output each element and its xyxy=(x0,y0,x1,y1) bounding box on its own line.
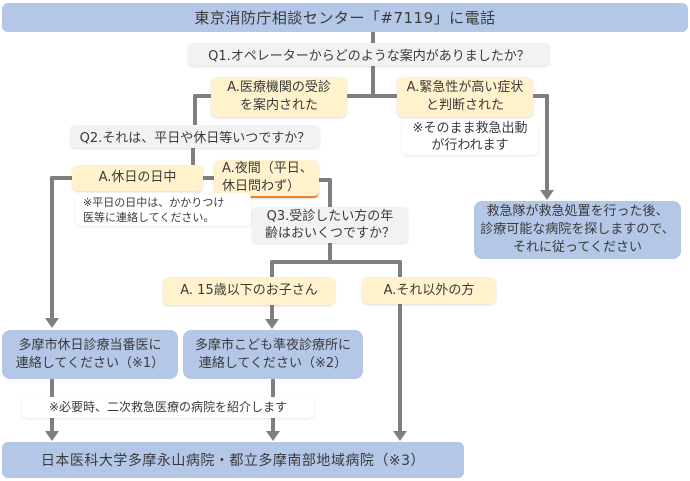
connector-q2-down xyxy=(191,146,195,178)
note-secondary-box: ※必要時、二次救急医療の病院を紹介します xyxy=(22,397,314,418)
connector-other-to-final xyxy=(398,303,402,432)
arrowhead-to-holiday-doctor xyxy=(45,318,59,328)
connector-to-child xyxy=(270,260,274,278)
connector-to-medical xyxy=(193,94,213,98)
title-banner: 東京消防庁相談センター「#7119」に電話 xyxy=(2,3,688,32)
connector-child-to-clinic xyxy=(270,304,274,320)
arrowhead-to-child-clinic xyxy=(265,319,279,329)
connector-holiday-night xyxy=(202,176,216,180)
connector-urgent-right xyxy=(531,94,549,98)
answer-other-box: A.それ以外の方 xyxy=(362,277,496,304)
connector-banner-to-q1 xyxy=(371,30,375,44)
connector-q1-down xyxy=(371,65,375,96)
answer-holiday-daytime-box: A.休日の日中 xyxy=(72,165,203,191)
question-q3-box: Q3.受診したい方の年 齢はおいくつですか？ xyxy=(252,207,408,243)
answer-child-box: A. 15歳以下のお子さん xyxy=(163,277,335,305)
final-hospitals-banner: 日本医科大学多摩永山病院・都立多摩南部地域病院（※3） xyxy=(2,442,464,478)
result-ambulance-box: 救急隊が救急処置を行った後、 診療可能な病院を探しますので、 それに従ってくださ… xyxy=(474,201,681,259)
result-child-clinic-box: 多摩市こども準夜診療所に 連絡してください（※2） xyxy=(183,330,363,379)
result-holiday-doctor-box: 多摩市休日診療当番医に 連絡してください（※1） xyxy=(2,330,178,379)
connector-night-to-q3 xyxy=(328,178,332,208)
connector-holiday-left xyxy=(50,176,74,180)
arrowhead-to-ambulance xyxy=(540,190,554,200)
connector-night-right xyxy=(317,178,332,182)
connector-medical-to-q2 xyxy=(193,94,197,126)
connector-holiday-down xyxy=(50,176,54,319)
question-q2-box: Q2.それは、平日や休日等いつですか？ xyxy=(70,125,320,148)
connector-q3-split xyxy=(270,260,402,264)
note-dispatch-box: ※そのまま救急出動 が行われます xyxy=(402,119,538,155)
note-weekday-box: ※平日の日中は、かかりつけ 医等に連絡してください。 xyxy=(75,193,251,226)
answer-night-box: A.夜間（平日、 休日問わず） xyxy=(214,160,319,198)
answer-medical-box: A.医療機関の受診 を案内された xyxy=(211,77,347,117)
answer-urgent-box: A.緊急性が高い症状 と判断された xyxy=(397,77,533,117)
connector-q1-split xyxy=(345,94,399,98)
connector-to-other xyxy=(398,260,402,278)
question-q1-box: Q1.オペレーターからどのような案内がありましたか？ xyxy=(188,43,550,66)
connector-urgent-down xyxy=(545,94,549,191)
arrowhead-holidaydoc-final xyxy=(45,431,59,441)
arrowhead-clinic-final xyxy=(266,431,280,441)
connector-q3-down xyxy=(328,242,332,262)
arrowhead-other-final xyxy=(393,431,407,441)
